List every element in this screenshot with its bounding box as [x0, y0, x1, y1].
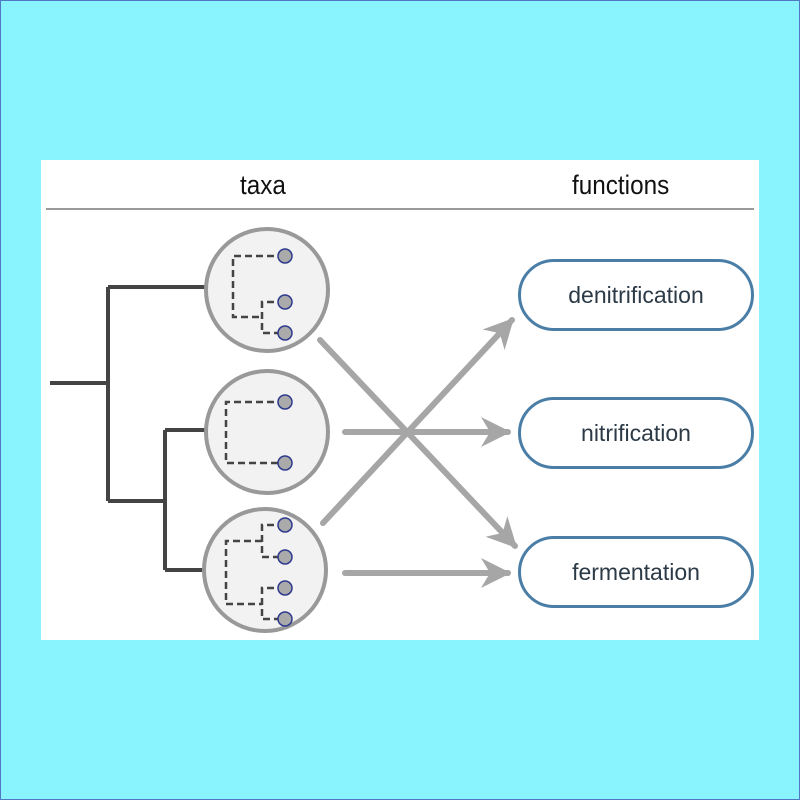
- function-denitrification: denitrification: [518, 259, 754, 331]
- leaf-node: [277, 248, 293, 264]
- leaf-node: [277, 549, 293, 565]
- taxa-group-1: [204, 227, 330, 353]
- leaf-node: [277, 517, 293, 533]
- taxa-group-circle: [204, 227, 330, 353]
- arrow-group-3-to-denitrification: [320, 317, 515, 526]
- leaf-node: [277, 580, 293, 596]
- taxa-header: taxa: [240, 170, 286, 200]
- subtree-dashed: [224, 400, 285, 465]
- leaf-node: [277, 394, 293, 410]
- taxa-group-circle: [204, 369, 330, 495]
- function-nitrification: nitrification: [518, 397, 754, 469]
- taxa-group-2: [204, 369, 330, 495]
- subtree-dashed: [231, 254, 285, 335]
- function-label: denitrification: [568, 281, 704, 308]
- function-fermentation: fermentation: [518, 536, 754, 608]
- taxa-group-3: [202, 507, 328, 633]
- arrow-group-1-to-fermentation: [317, 337, 518, 549]
- leaf-node: [277, 455, 293, 471]
- subtree-dashed: [224, 523, 285, 621]
- leaf-node: [277, 325, 293, 341]
- function-links: [317, 317, 518, 588]
- header-divider: [46, 208, 754, 210]
- leaf-node: [277, 611, 293, 627]
- functions-header: functions: [572, 170, 670, 200]
- function-label: nitrification: [581, 419, 691, 446]
- leaf-node: [277, 294, 293, 310]
- function-label: fermentation: [572, 558, 700, 585]
- taxa-group-circle: [202, 507, 328, 633]
